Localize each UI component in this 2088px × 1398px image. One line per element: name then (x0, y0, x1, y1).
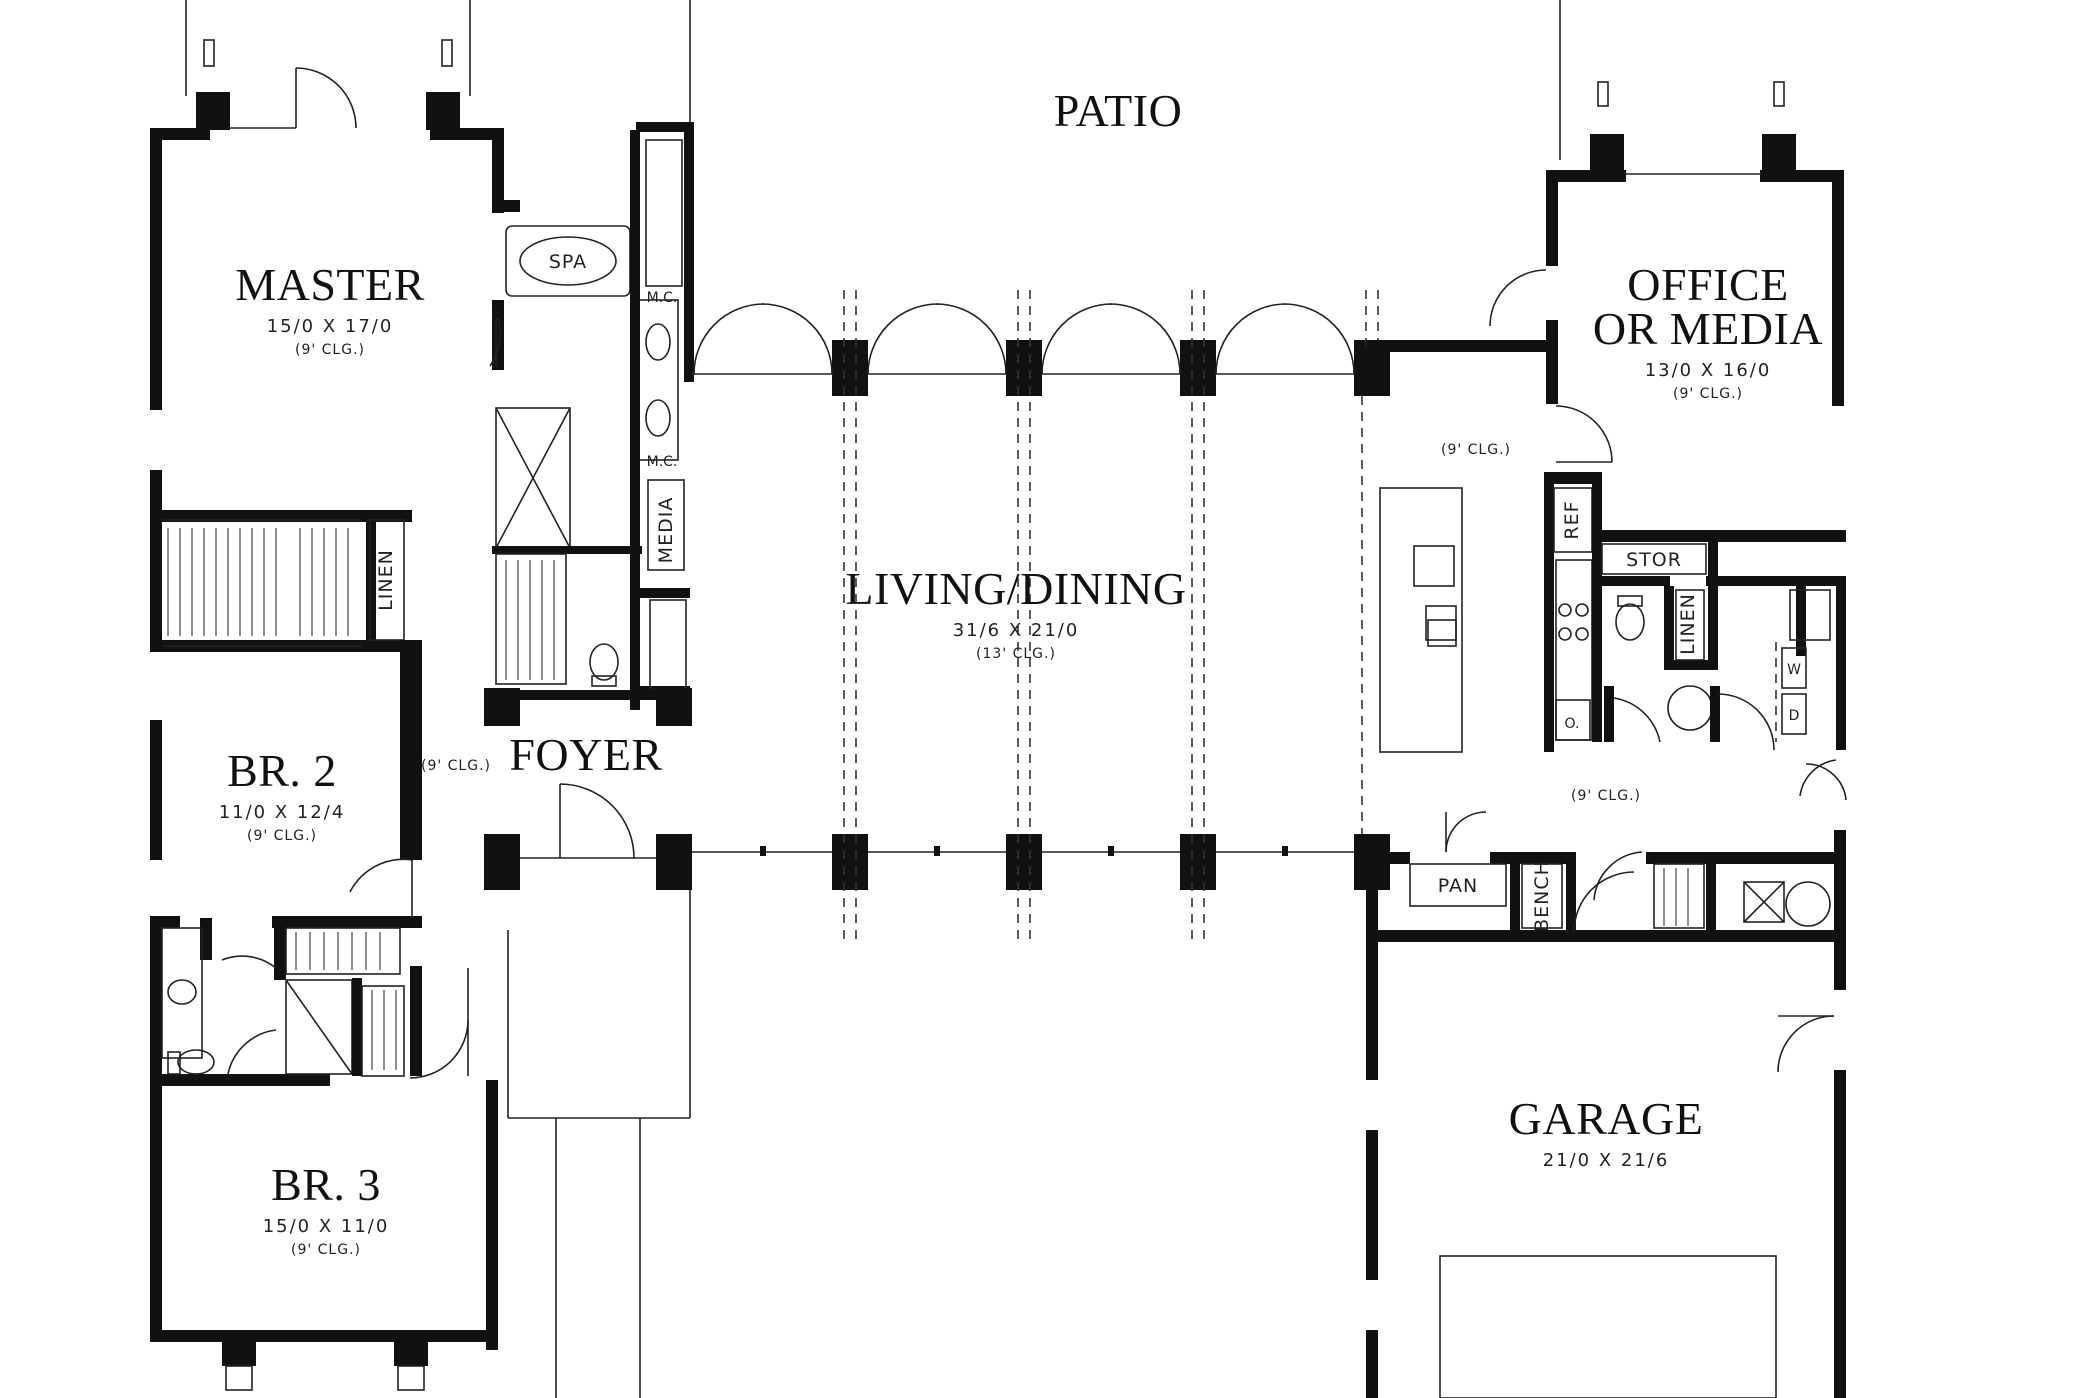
garage-label: GARAGE (1509, 1093, 1704, 1144)
garage-dimensions: 21/0 X 21/6 (1543, 1150, 1670, 1171)
br2-dimensions: 11/0 X 12/4 (219, 802, 346, 823)
patio-guides (185, 0, 1561, 1398)
dryer-label: D (1789, 708, 1800, 724)
linen-bath-label: LINEN (1677, 593, 1699, 655)
living-dining-ceiling: (13' CLG.) (976, 646, 1056, 662)
washer-label: W (1787, 662, 1801, 678)
garage-walls (1366, 940, 1846, 1398)
master-ceiling: (9' CLG.) (295, 342, 365, 358)
mudroom-ceiling: (9' CLG.) (1571, 788, 1641, 804)
hall-ceiling: (9' CLG.) (421, 758, 491, 774)
powder-laundry: STOR LINEN W D (1596, 530, 1847, 801)
hall-closet (495, 553, 619, 687)
master-dimensions: 15/0 X 17/0 (267, 316, 394, 337)
br3-label: BR. 3 (271, 1159, 381, 1210)
br2-door[interactable] (349, 858, 413, 918)
living-dining-dimensions: 31/6 X 21/0 (953, 620, 1080, 641)
shared-bath (161, 927, 405, 1077)
office-walls (1366, 81, 1844, 463)
mc-lower-label: M.C. (647, 454, 678, 470)
office-ceiling: (9' CLG.) (1673, 386, 1743, 402)
foyer-walls (484, 688, 692, 890)
office-label-line1: OFFICE (1627, 259, 1788, 310)
foyer-label: FOYER (509, 729, 662, 780)
living-dashed-beams (843, 290, 1379, 940)
room-labels: PATIO MASTER 15/0 X 17/0 (9' CLG.) LIVIN… (219, 85, 1823, 1258)
linen-hall-label: LINEN (375, 549, 397, 611)
stor-label: STOR (1626, 549, 1682, 571)
patio-label: PATIO (1054, 85, 1183, 136)
ref-label: REF (1561, 500, 1583, 539)
oven-label: O. (1565, 716, 1580, 732)
living-south-wall (692, 846, 1354, 856)
mc-upper-label: M.C. (647, 290, 678, 306)
br3-dimensions: 15/0 X 11/0 (263, 1216, 390, 1237)
br2-label: BR. 2 (227, 745, 337, 796)
living-dining-label: LIVING/DINING (845, 563, 1186, 614)
patio-doors[interactable] (693, 303, 1355, 375)
bedroom-walls (150, 640, 498, 1391)
living-columns (832, 340, 1390, 890)
closet-hangers-left (167, 528, 349, 636)
master-patio-door[interactable] (230, 67, 357, 129)
pan-label: PAN (1438, 875, 1478, 897)
bench-label: BENCH (1531, 860, 1553, 932)
media-label: MEDIA (655, 497, 677, 564)
br3-ceiling: (9' CLG.) (291, 1242, 361, 1258)
mudroom-garage-walls: PAN BENCH (1366, 811, 1846, 944)
master-columns (196, 39, 460, 130)
master-bath: SPA M.C. M.C. MEDIA (489, 122, 694, 710)
spa-label: SPA (549, 251, 587, 273)
office-label-line2: OR MEDIA (1593, 303, 1823, 354)
master-closet: LINEN (162, 519, 405, 647)
br2-ceiling: (9' CLG.) (247, 828, 317, 844)
br3-door[interactable] (409, 968, 469, 1079)
office-dimensions: 13/0 X 16/0 (1645, 360, 1772, 381)
master-label: MASTER (235, 259, 425, 310)
kitchen: REF O. (1379, 472, 1602, 753)
kitchen-ceiling: (9' CLG.) (1441, 442, 1511, 458)
